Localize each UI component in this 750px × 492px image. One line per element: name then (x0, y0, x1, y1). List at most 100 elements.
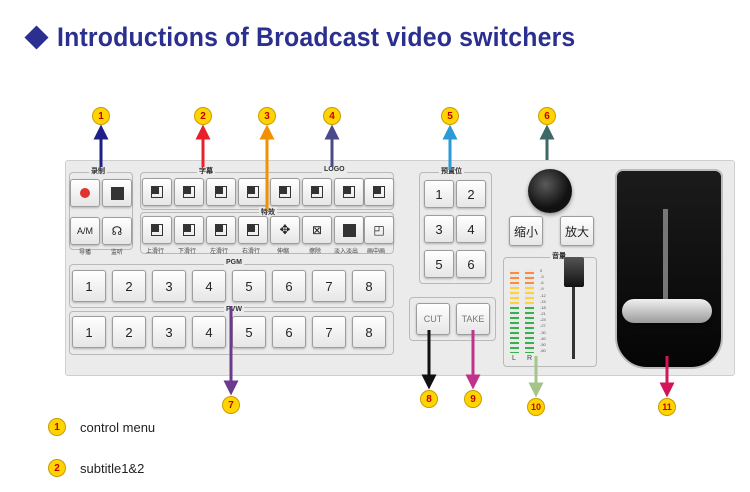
subtitle-key-3[interactable] (206, 178, 236, 206)
pgm-key-4[interactable]: 4 (192, 270, 226, 302)
effect-key-6[interactable]: ⊠ (302, 216, 332, 244)
preset-key-6[interactable]: 6 (456, 250, 486, 278)
pvw-key-5[interactable]: 5 (232, 316, 266, 348)
effect-label-4: 右滑行 (242, 249, 261, 255)
marker-8: 8 (420, 390, 438, 408)
t-bar-handle[interactable] (622, 299, 712, 323)
record-dot-icon (80, 188, 90, 198)
layout-icon (373, 186, 385, 198)
legend-marker-2: 2 (48, 459, 66, 477)
meter-scale-tick: -50 (540, 341, 546, 347)
zoom-cross-icon: ✥ (279, 222, 291, 237)
marker-11: 11 (658, 398, 676, 416)
layout-icon (215, 186, 227, 198)
volume-fader-knob[interactable] (564, 257, 584, 287)
subtitle-label: 字幕 (197, 166, 215, 176)
pvw-key-1[interactable]: 1 (72, 316, 106, 348)
layout-icon (151, 186, 163, 198)
marker-10: 10 (527, 398, 545, 416)
window-key[interactable] (102, 179, 132, 207)
pgm-key-1[interactable]: 1 (72, 270, 106, 302)
cut-button[interactable]: CUT (416, 303, 450, 335)
pvw-key-3[interactable]: 3 (152, 316, 186, 348)
square-icon (110, 186, 124, 200)
slide-down-icon (183, 224, 195, 236)
pvw-key-2[interactable]: 2 (112, 316, 146, 348)
t-bar-housing (615, 169, 723, 369)
effect-key-5[interactable]: ✥ (270, 216, 300, 244)
pgm-key-7[interactable]: 7 (312, 270, 346, 302)
headphone-icon: ☊ (111, 224, 123, 238)
meter-scale-tick: 0 (540, 268, 543, 273)
pgm-key-2[interactable]: 2 (112, 270, 146, 302)
pvw-key-4[interactable]: 4 (192, 316, 226, 348)
effect-key-3[interactable] (206, 216, 236, 244)
preset-key-3[interactable]: 3 (424, 215, 454, 243)
logo-key-1[interactable] (270, 178, 300, 206)
subtitle-key-1[interactable] (142, 178, 172, 206)
director-key[interactable]: A/M (70, 217, 100, 245)
marker-4: 4 (323, 107, 341, 125)
logo-key-2[interactable] (302, 178, 332, 206)
layout-icon (247, 186, 259, 198)
record-key[interactable] (70, 179, 100, 207)
preset-key-5[interactable]: 5 (424, 250, 454, 278)
marker-1: 1 (92, 107, 110, 125)
pvw-key-7[interactable]: 7 (312, 316, 346, 348)
slide-left-icon (215, 224, 227, 236)
effect-label-1: 上滑行 (146, 249, 165, 255)
effect-label-2: 下滑行 (178, 249, 197, 255)
take-button[interactable]: TAKE (456, 303, 490, 335)
effect-label-7: 淡入淡出 (334, 249, 359, 255)
meter-scale-tick: -6 (540, 280, 544, 286)
pgm-key-6[interactable]: 6 (272, 270, 306, 302)
marker-3: 3 (258, 107, 276, 125)
pgm-key-5[interactable]: 5 (232, 270, 266, 302)
director-label: 导播 (79, 250, 92, 256)
meter-scale-tick: -30 (540, 329, 546, 335)
marker-6: 6 (538, 107, 556, 125)
legend-marker-1: 1 (48, 418, 66, 436)
subtitle-key-2[interactable] (174, 178, 204, 206)
slide-up-icon (151, 224, 163, 236)
meter-scale-tick: -9 (540, 286, 544, 292)
monitor-key[interactable]: ☊ (102, 217, 132, 245)
fade-icon (342, 223, 356, 237)
pvw-label: PVW (224, 306, 244, 313)
marker-5: 5 (441, 107, 459, 125)
preset-key-4[interactable]: 4 (456, 215, 486, 243)
pip-icon: ◰ (373, 223, 385, 237)
zoom-out-button[interactable]: 缩小 (509, 216, 543, 246)
subtitle-key-4[interactable] (238, 178, 268, 206)
pgm-key-3[interactable]: 3 (152, 270, 186, 302)
logo-key-3[interactable] (334, 178, 364, 206)
preset-key-2[interactable]: 2 (456, 180, 486, 208)
t-bar-slot (663, 209, 668, 319)
meter-scale-tick: -60 (540, 348, 546, 353)
zoom-in-button[interactable]: 放大 (560, 216, 594, 246)
effect-key-4[interactable] (238, 216, 268, 244)
preset-key-1[interactable]: 1 (424, 180, 454, 208)
layout-icon (183, 186, 195, 198)
meter-scale-tick: -40 (540, 335, 546, 341)
ptz-joystick[interactable] (528, 169, 572, 213)
meter-scale-tick: -15 (540, 298, 546, 304)
meter-scale-tick: -21 (540, 311, 546, 317)
effect-key-1[interactable] (142, 216, 172, 244)
effect-key-7[interactable] (334, 216, 364, 244)
meter-scale-tick: -12 (540, 292, 546, 298)
legend-text-1: control menu (80, 419, 156, 435)
pgm-key-8[interactable]: 8 (352, 270, 386, 302)
logo-key-4[interactable] (364, 178, 394, 206)
effect-key-8[interactable]: ◰ (364, 216, 394, 244)
effect-key-2[interactable] (174, 216, 204, 244)
meter-left-bar (510, 269, 519, 353)
pvw-key-8[interactable]: 8 (352, 316, 386, 348)
cut-take-group (409, 297, 496, 341)
switcher-panel: 录制 A/M ☊ 导播 监听 字幕 LOGO 特效 ✥ ⊠ ◰ 上滑行 下滑行 … (65, 160, 735, 376)
layout-icon (279, 186, 291, 198)
legend-item-2: 2 subtitle1&2 (48, 459, 144, 477)
pvw-key-6[interactable]: 6 (272, 316, 306, 348)
meter-scale-tick: -24 (540, 317, 546, 323)
